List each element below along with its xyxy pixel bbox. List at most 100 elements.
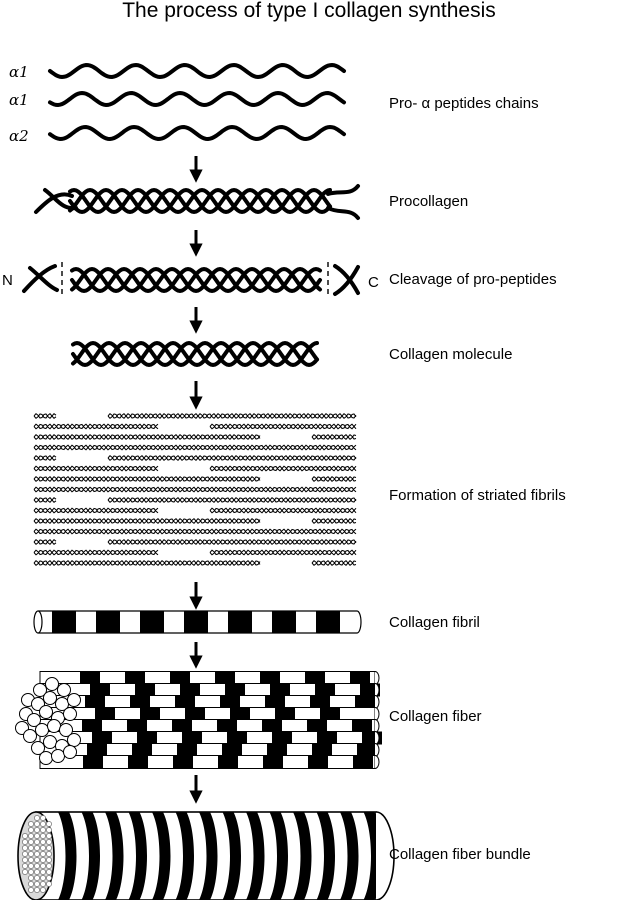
fibril-dark-band xyxy=(316,611,340,633)
chain-label-alpha1-b: α1 xyxy=(9,91,29,109)
tropocollagen-strand xyxy=(33,497,57,503)
fiber-dark-band xyxy=(180,683,200,697)
bundle-fibril-dot xyxy=(28,839,34,845)
bundle-dark-band xyxy=(199,812,218,900)
bundle-fibril-dot xyxy=(28,851,34,857)
procollagen-strand xyxy=(68,187,332,215)
alpha1-chain-a xyxy=(48,62,346,80)
bundle-dark-band xyxy=(81,812,100,900)
bundle-fibril-dot xyxy=(22,869,28,875)
fibril-cross-section xyxy=(45,677,59,691)
tropocollagen-strand xyxy=(209,423,357,430)
tropocollagen-strand xyxy=(33,413,57,419)
tropocollagen-strand xyxy=(107,413,357,419)
fibril-cross-section xyxy=(35,723,49,737)
fibril-dark-band xyxy=(140,611,164,633)
fiber-fibril-end xyxy=(374,755,380,769)
bundle-fibril-dot xyxy=(46,839,52,845)
molecule-strand xyxy=(71,340,319,368)
bundle-fibril-dot xyxy=(34,821,40,827)
tropocollagen-strand xyxy=(33,486,357,493)
tropocollagen-strand xyxy=(311,476,357,482)
bundle-dark-band xyxy=(152,812,171,900)
fibril-cross-section xyxy=(63,707,77,721)
bundle-fibril-dot xyxy=(46,845,52,851)
bundle-fibril-dot xyxy=(28,833,34,839)
fiber-dark-band xyxy=(267,743,287,757)
fiber-dark-band xyxy=(357,743,377,757)
fiber-dark-band xyxy=(352,719,372,733)
striated-fibrils-array xyxy=(33,413,357,566)
fiber-dark-band xyxy=(350,671,370,685)
tropocollagen-strand xyxy=(33,539,57,545)
bundle-dark-band xyxy=(293,812,312,900)
step-label-pro-alpha-chains: Pro- α peptides chains xyxy=(389,95,539,112)
bundle-fibril-dot xyxy=(22,851,28,857)
pro-alpha-chains: α1 α1 α2 xyxy=(9,62,346,145)
bundle-dark-band xyxy=(340,812,359,900)
tropocollagen-strand xyxy=(33,434,261,440)
bundle-fibril-dot xyxy=(46,857,52,863)
fibril-cross-section xyxy=(39,705,53,719)
bundle-fibril-dot xyxy=(46,851,52,857)
cleavage-helix xyxy=(22,262,360,298)
fiber-fibril-end xyxy=(374,707,380,721)
fibril-dark-band xyxy=(96,611,120,633)
bundle-fibril-dot xyxy=(40,845,46,851)
tropocollagen-strand xyxy=(209,507,357,514)
cleaved-helix-strand xyxy=(70,266,322,294)
fiber-dark-band xyxy=(127,719,147,733)
bundle-fibril-dot xyxy=(40,827,46,833)
fiber-dark-band xyxy=(185,707,205,721)
alpha2-chain xyxy=(48,124,346,142)
tropocollagen-strand xyxy=(33,444,357,451)
fiber-fibril-end xyxy=(374,743,380,757)
bundle-fibril-dot xyxy=(28,827,34,833)
fiber-dark-band xyxy=(307,719,327,733)
fiber-dark-band xyxy=(222,743,242,757)
fiber-dark-band xyxy=(353,755,373,769)
fibril-dark-band xyxy=(228,611,252,633)
fibril-dark-band xyxy=(184,611,208,633)
bundle-fibril-dot xyxy=(46,869,52,875)
tropocollagen-strand xyxy=(33,486,357,493)
tropocollagen-strand xyxy=(33,560,261,566)
molecule-strand xyxy=(71,340,319,368)
bundle-fibril-dot xyxy=(40,875,46,881)
fibril-cross-section xyxy=(63,745,77,759)
fiber-fibril-end xyxy=(374,671,380,685)
bundle-fibril-dot xyxy=(34,815,40,821)
c-propeptide-cleaved xyxy=(333,265,360,296)
step-label-collagen-molecule: Collagen molecule xyxy=(389,346,512,363)
step-label-collagen-fibril: Collagen fibril xyxy=(389,614,480,631)
tropocollagen-strand xyxy=(33,476,261,482)
bundle-fibril-dot xyxy=(34,839,40,845)
bundle-fibril-dot xyxy=(28,863,34,869)
fiber-dark-band xyxy=(80,671,100,685)
tropocollagen-strand xyxy=(107,455,357,461)
fiber-dark-band xyxy=(308,755,328,769)
fibril-end xyxy=(356,610,362,634)
collagen-molecule-helix xyxy=(71,340,319,368)
fibril-cross-section xyxy=(23,729,37,743)
fiber-dark-band xyxy=(227,731,247,745)
fiber-dark-band xyxy=(317,731,337,745)
fibril-cross-section xyxy=(47,719,61,733)
collagen-fibril-cylinder xyxy=(33,610,362,634)
bundle-fibril-dot xyxy=(28,887,34,893)
bundle-dark-band xyxy=(128,812,147,900)
c-terminal-label: C xyxy=(368,274,379,291)
bundle-dark-band xyxy=(246,812,265,900)
tropocollagen-strand xyxy=(107,539,357,545)
tropocollagen-strand xyxy=(33,539,57,545)
tropocollagen-strand xyxy=(33,528,357,535)
procollagen-strand xyxy=(68,187,332,215)
fiber-dark-band xyxy=(270,683,290,697)
bundle-fibril-dot xyxy=(22,863,28,869)
bundle-fibril-dot xyxy=(34,869,40,875)
fiber-dark-band xyxy=(175,695,195,709)
tropocollagen-strand xyxy=(107,413,357,419)
fibril-cross-section xyxy=(67,693,81,707)
fiber-dark-band xyxy=(215,671,235,685)
